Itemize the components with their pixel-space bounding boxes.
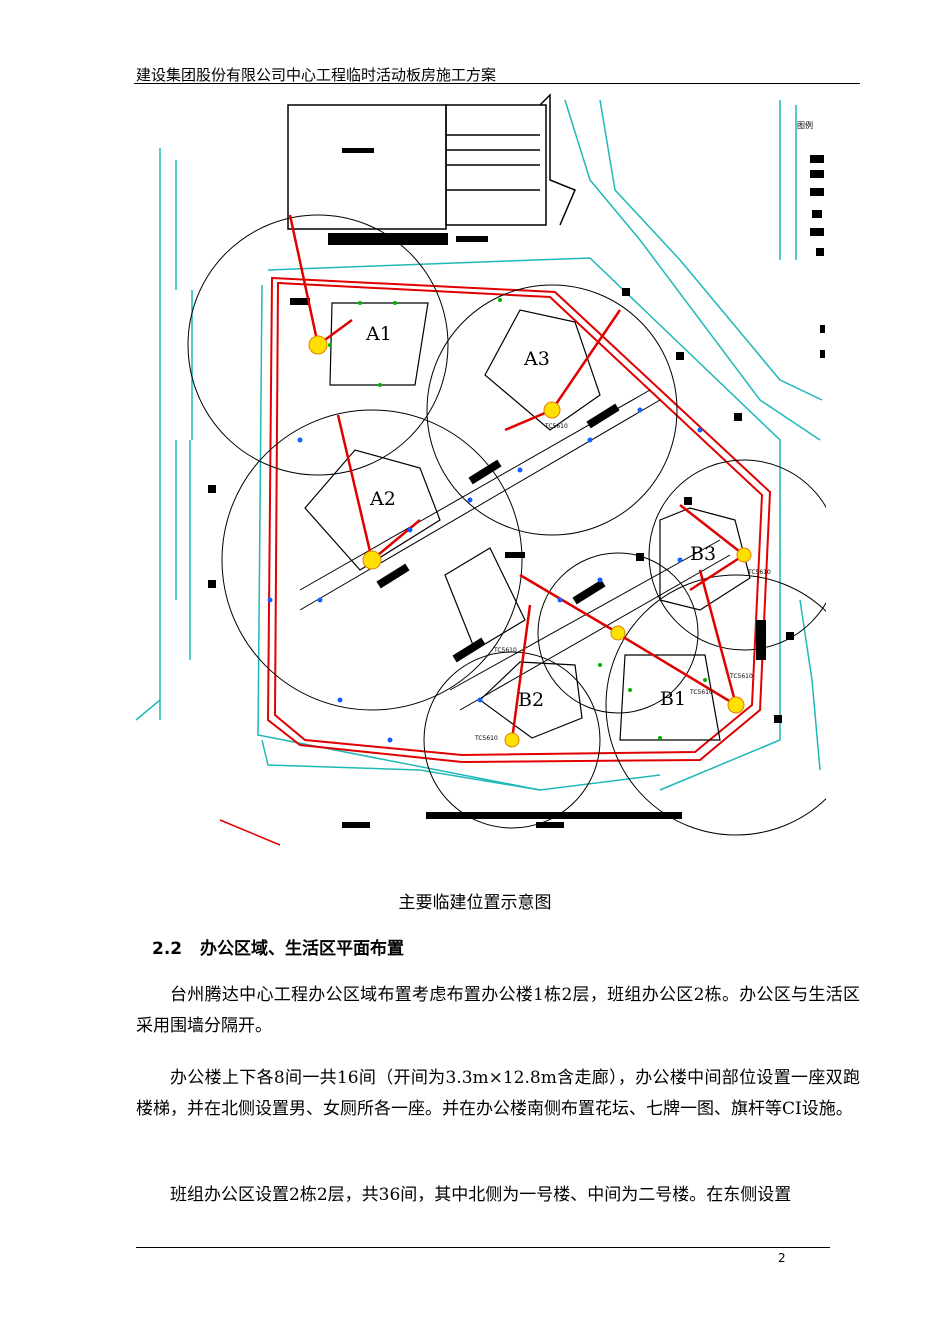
- crane-label-3: TC5610: [729, 673, 753, 680]
- building-label-a2: A2: [369, 488, 396, 510]
- paragraph: 办公楼上下各8间一共16间（开间为3.3m×12.8m含走廊），办公楼中间部位设…: [136, 1068, 860, 1119]
- building-label-a1: A1: [365, 323, 392, 345]
- building-label-b2: B2: [518, 689, 544, 711]
- building-label-a3: A3: [523, 348, 550, 370]
- paragraph: 台州腾达中心工程办公区域布置考虑布置办公楼1栋2层，班组办公区2栋。办公区与生活…: [136, 985, 860, 1036]
- page-header: 建设集团股份有限公司中心工程临时活动板房施工方案: [136, 66, 497, 84]
- section-title: 办公区域、生活区平面布置: [200, 939, 404, 959]
- paragraph: 班组办公区设置2栋2层，共36间，其中北侧为一号楼、中间为二号楼。在东侧设置: [170, 1185, 792, 1205]
- building-label-b3: B3: [690, 543, 716, 565]
- figure-caption: 主要临建位置示意图: [398, 893, 552, 913]
- crane-label-1: TC5610: [544, 423, 568, 430]
- crane-label-4: TC5610: [689, 689, 713, 696]
- building-label-b1: B1: [660, 688, 686, 710]
- section-heading: 2.2 办公区域、生活区平面布置: [152, 934, 404, 959]
- existing-building: [287, 93, 576, 230]
- page-number: 2: [778, 1251, 786, 1265]
- header-rule: [134, 83, 860, 84]
- legend: [810, 155, 825, 358]
- site-plan-figure: 图例 A1 A3 A2 B3 B2: [135, 93, 826, 846]
- crane-label-2: TC5610: [747, 569, 771, 576]
- footer-rule: [136, 1247, 830, 1248]
- legend-title: 图例: [797, 120, 813, 130]
- section-number: 2.2: [152, 939, 183, 959]
- crane-label-6: TC5610: [474, 735, 498, 742]
- crane-label-5: TC5610: [493, 647, 517, 654]
